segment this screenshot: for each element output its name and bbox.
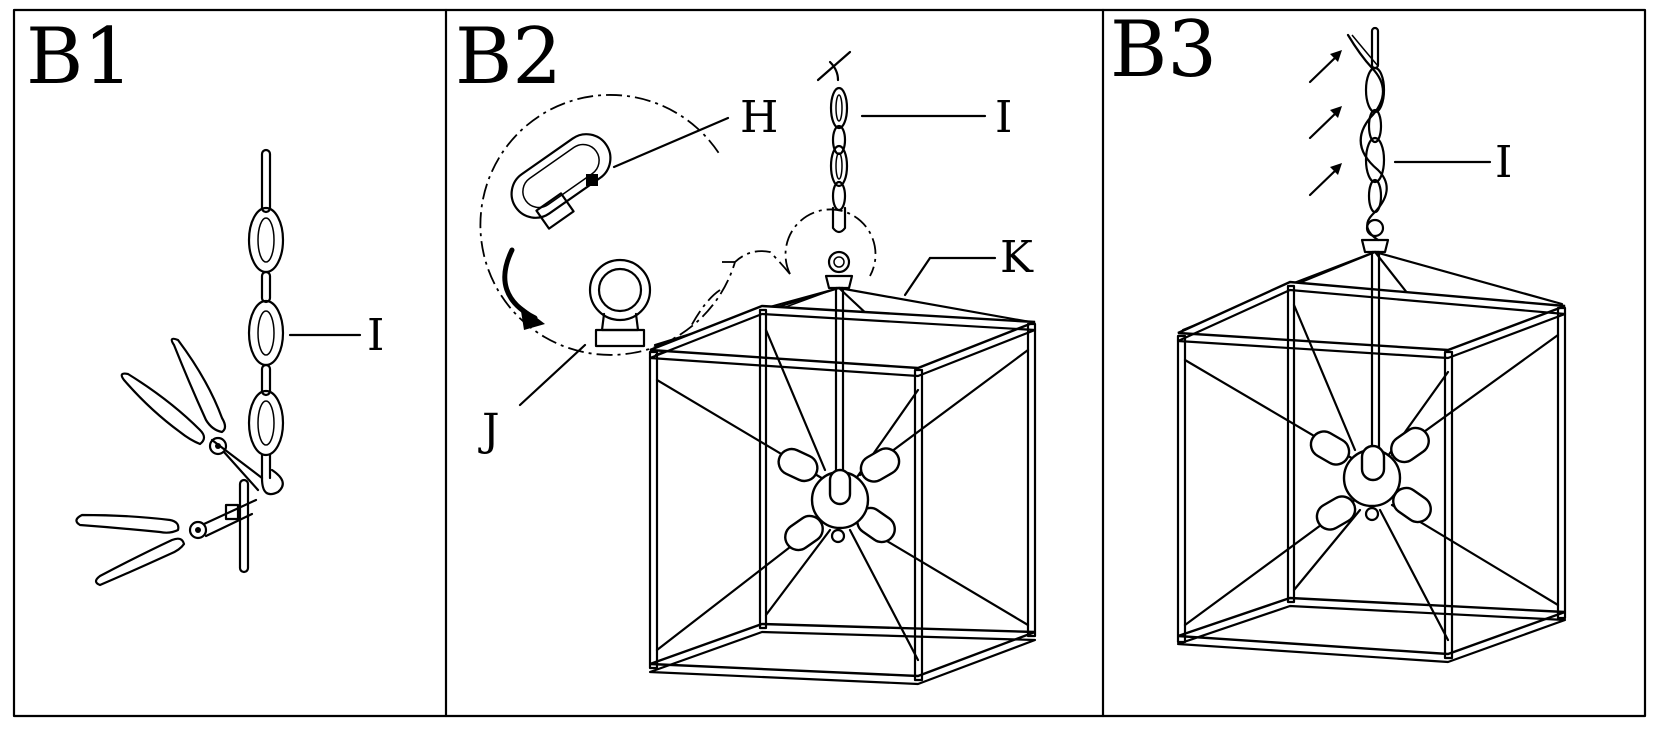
b2-callout-k: K <box>1000 232 1034 283</box>
b3-chain <box>1346 26 1390 254</box>
panel-b3-title: B3 <box>1110 5 1217 95</box>
b2-detail-magnifier: H J <box>478 92 877 456</box>
b2-callout-j: J <box>478 405 500 456</box>
panel-borders <box>12 8 1647 718</box>
b3-callout-i: I <box>1495 137 1512 188</box>
b2-callout-i: I <box>995 92 1012 143</box>
b1-pliers <box>75 337 264 587</box>
b2-lantern <box>648 250 1037 686</box>
panel-b2-title: B2 <box>455 12 562 102</box>
panel-b1: B1 <box>26 12 384 587</box>
panel-b2: B2 I H <box>455 12 1037 686</box>
b3-arrows <box>1308 50 1342 197</box>
panel-b1-title: B1 <box>26 12 133 102</box>
panel-b3: B3 I <box>1110 5 1567 664</box>
b2-leader-h <box>612 116 730 169</box>
b3-lantern <box>1176 250 1567 664</box>
b2-chain <box>816 50 852 234</box>
b2-callout-h: H <box>740 92 778 143</box>
b1-chain <box>238 148 285 574</box>
b2-leader-j <box>518 343 587 407</box>
b1-callout-i: I <box>367 310 384 361</box>
